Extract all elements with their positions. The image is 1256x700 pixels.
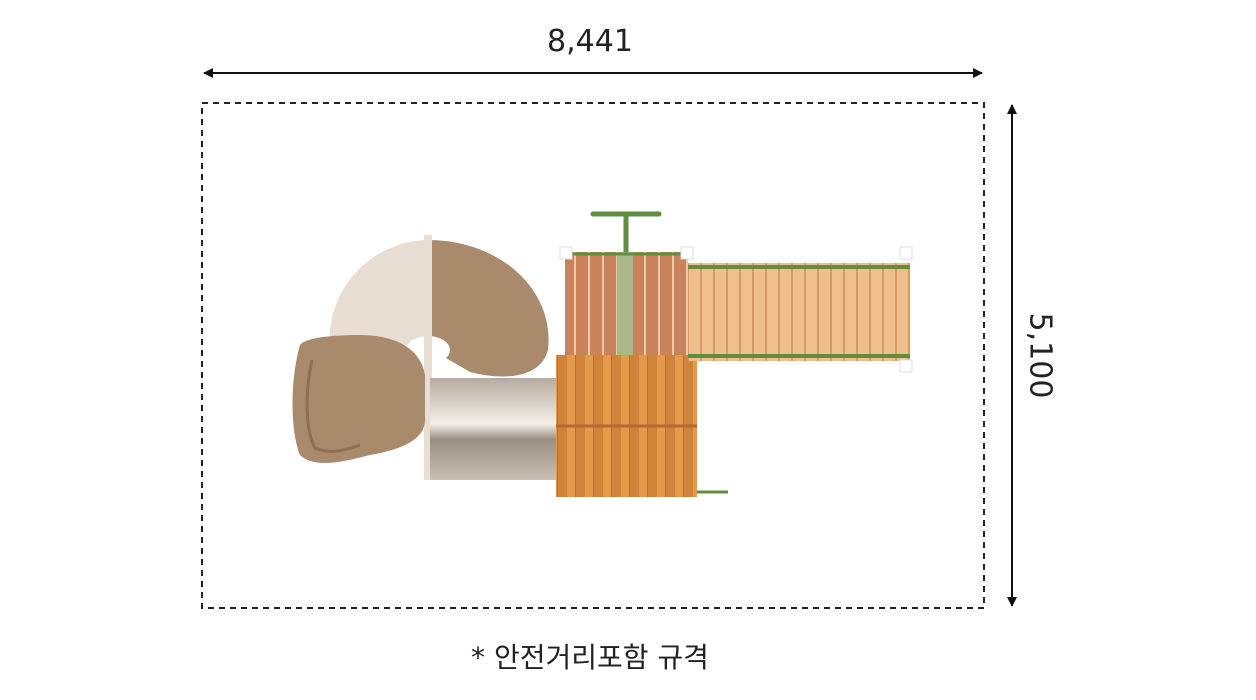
caption: * 안전거리포함 규격 — [471, 641, 709, 674]
width-label: 8,441 — [547, 24, 633, 59]
rope-bridge — [688, 246, 913, 373]
height-label: 5,100 — [1022, 312, 1058, 399]
safety-area-boundary — [201, 102, 985, 609]
play-tower — [556, 211, 728, 497]
spiral-slide — [292, 235, 556, 480]
